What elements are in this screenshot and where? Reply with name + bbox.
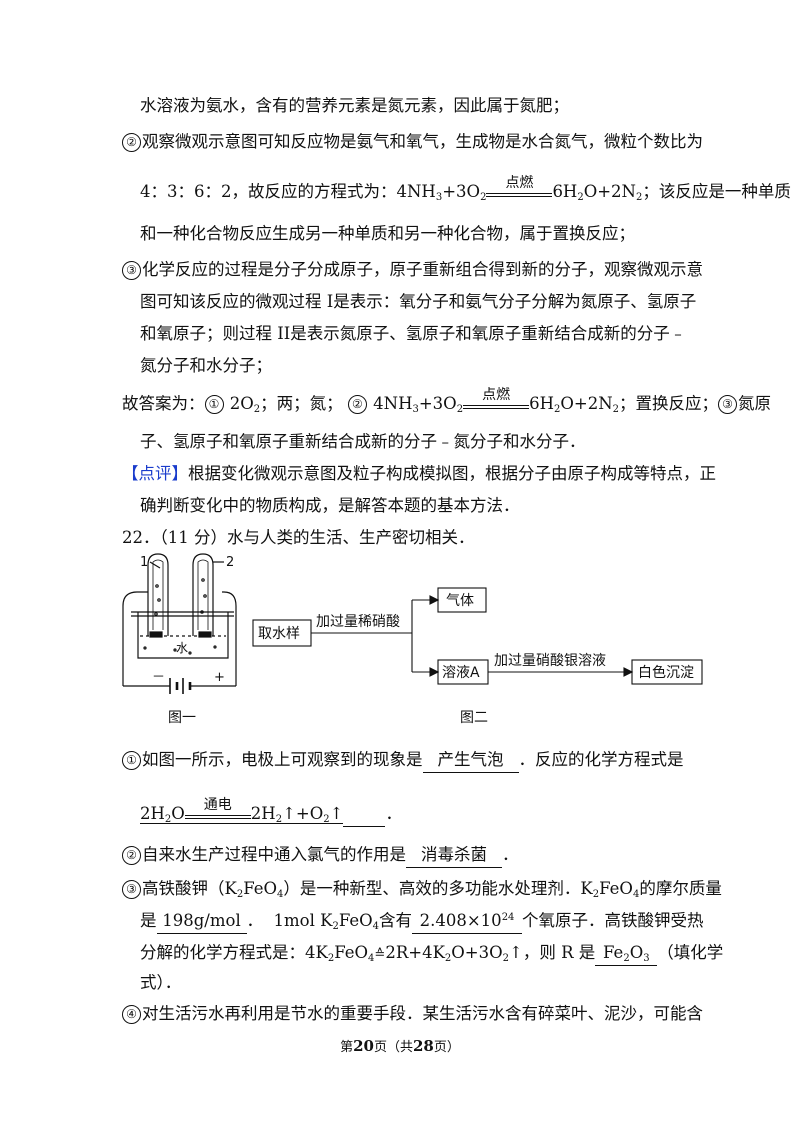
tube-1-label: 1 xyxy=(140,555,148,570)
gas-label: 气体 xyxy=(446,593,474,609)
comment-tag: 【点评】 xyxy=(122,464,188,483)
arrow2-label: 加过量硝酸银溶液 xyxy=(494,653,606,669)
comment-line: 【点评】根据变化微观示意图及粒子构成模拟图，根据分子由原子构成等特点，正 xyxy=(122,464,716,483)
figures: 1 2 水 － + 图一 取水样 加过量稀硝酸 气体 溶液A xyxy=(122,553,703,726)
text-line: 图可知该反应的微观过程 I是表示：氧分子和氨气分子分解为氮原子、氢原子 xyxy=(140,292,697,311)
plus-label: + xyxy=(214,670,225,685)
answer-blank: 2.408×1024 xyxy=(412,909,523,934)
start-label: 取水样 xyxy=(258,626,300,642)
text-line: 式）． xyxy=(140,973,182,992)
answer-blank: Fe2O3 xyxy=(595,941,658,966)
text-line: 和氧原子；则过程 II是表示氮原子、氢原子和氧原子重新结合成新的分子﹣ xyxy=(140,324,687,343)
text-line: 和一种化合物反应生成另一种单质和另一种化合物，属于置换反应； xyxy=(140,224,635,243)
flowchart xyxy=(252,587,703,685)
text-line: 氮分子和水分子； xyxy=(140,356,272,375)
answer-blank: 消毒杀菌 xyxy=(406,843,502,868)
minus-label: － xyxy=(152,670,165,685)
page-footer: 第20页（共28页） xyxy=(340,1037,460,1055)
text-line: 确判断变化中的物质构成，是解答本题的基本方法． xyxy=(140,496,520,515)
page-total: 28 xyxy=(413,1037,434,1055)
electrolysis-figure xyxy=(122,553,237,694)
arrow1-label: 加过量稀硝酸 xyxy=(316,614,400,630)
figure1-caption: 图一 xyxy=(168,710,196,726)
gas-box xyxy=(437,587,487,613)
text-line: 水溶液为氨水，含有的营养元素是氮元素，因此属于氮肥； xyxy=(140,96,569,115)
text-line: 子、氢原子和氧原子重新结合成新的分子﹣氮分子和水分子． xyxy=(140,432,586,451)
water-label: 水 xyxy=(176,641,188,655)
answer-blank: 产生气泡 xyxy=(422,748,519,773)
precipitate-label: 白色沉淀 xyxy=(638,664,694,681)
tube-2-label: 2 xyxy=(226,555,234,570)
answer-blank: 198g/mol xyxy=(156,909,247,934)
precipitate-box xyxy=(631,659,703,685)
figure2-caption: 图二 xyxy=(460,710,488,726)
page-number: 20 xyxy=(353,1037,374,1055)
solution-label: 溶液A xyxy=(442,665,480,681)
question-title: 22．（11 分）水与人类的生活、生产密切相关． xyxy=(122,528,475,547)
